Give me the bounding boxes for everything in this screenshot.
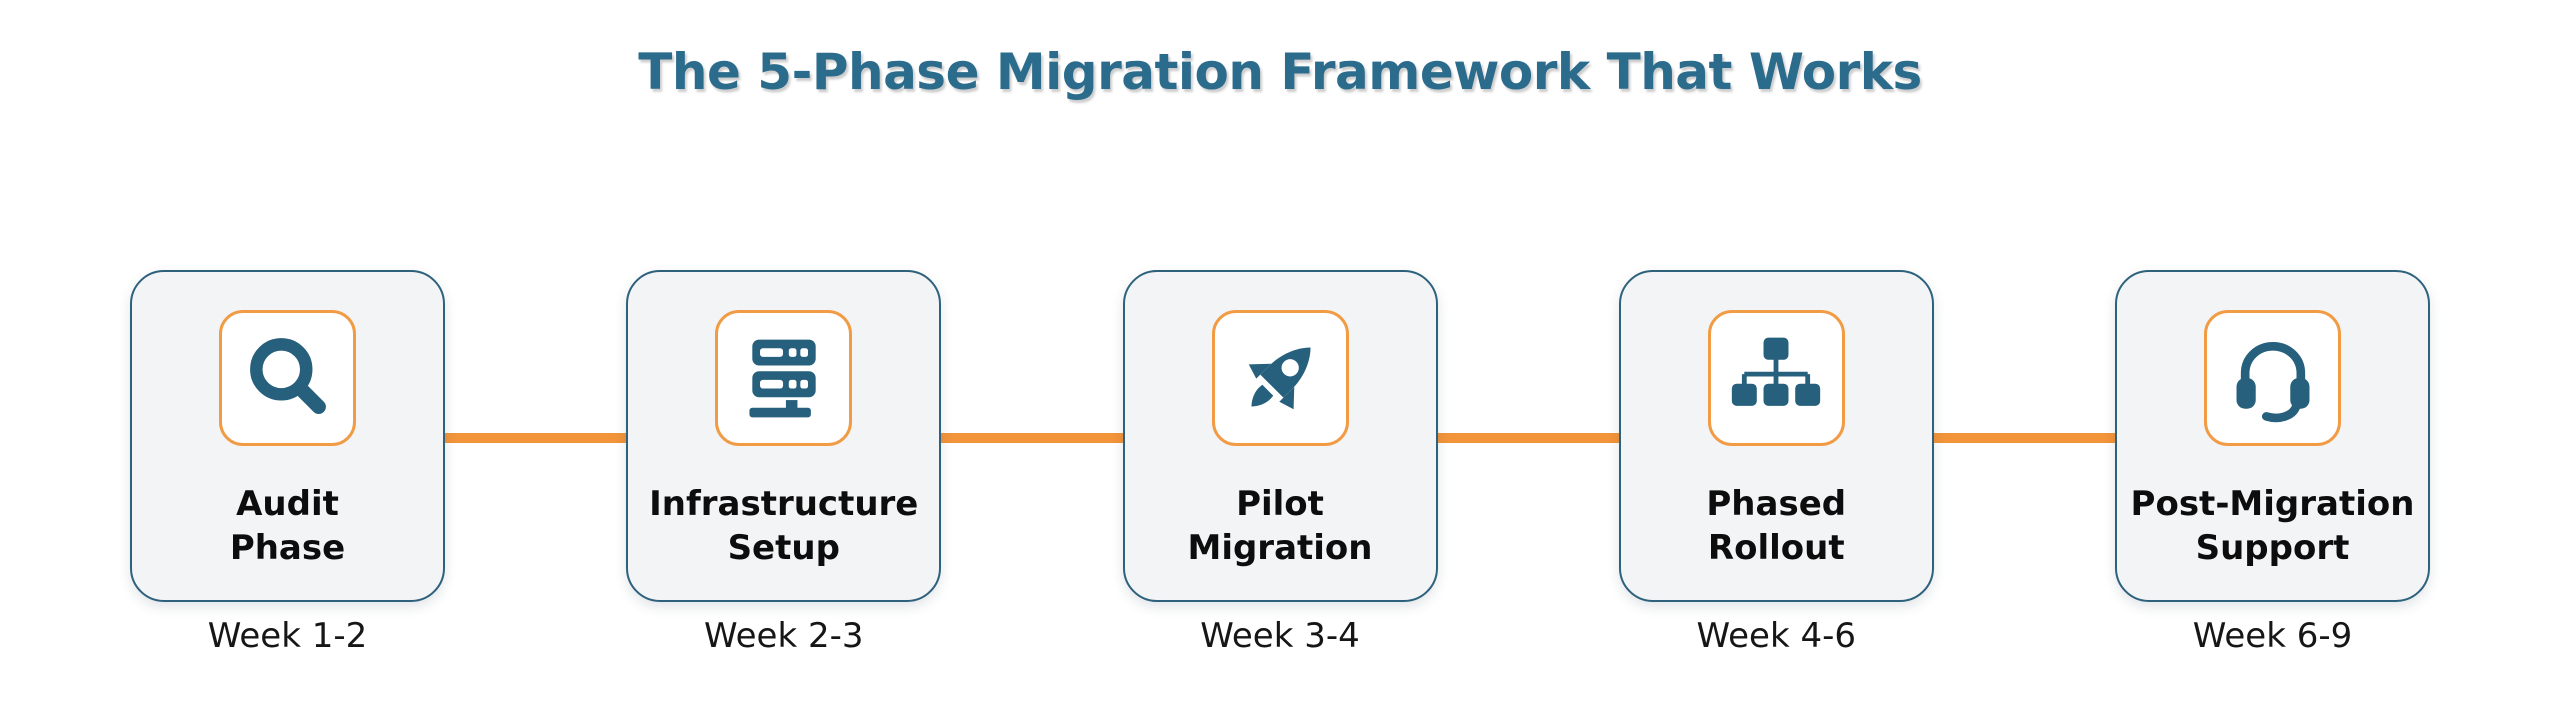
phase-week: Week 2-3 — [704, 616, 864, 656]
phase-item-support: Post-Migration Support Week 6-9 — [2115, 270, 2430, 656]
phase-label: Infrastructure Setup — [649, 484, 919, 568]
phase-week: Week 3-4 — [1200, 616, 1360, 656]
phase-label: Post-Migration Support — [2130, 484, 2415, 568]
phase-card-pilot: Pilot Migration — [1122, 270, 1438, 602]
phase-card-infrastructure: Infrastructure Setup — [626, 270, 942, 602]
org-chart-icon — [1728, 330, 1824, 426]
magnifier-icon — [240, 330, 336, 426]
phase-item-pilot: Pilot Migration Week 3-4 — [1122, 270, 1438, 656]
phase-card-audit: Audit Phase — [130, 270, 445, 602]
page-title: The 5-Phase Migration Framework That Wor… — [638, 43, 1922, 101]
icon-box — [1707, 310, 1845, 446]
phase-card-support: Post-Migration Support — [2115, 270, 2430, 602]
phase-week: Week 4-6 — [1696, 616, 1857, 656]
phase-week: Week 6-9 — [2192, 616, 2353, 656]
phase-week: Week 1-2 — [207, 616, 368, 656]
phase-row: Audit Phase Week 1-2 — [0, 270, 2560, 656]
phase-item-audit: Audit Phase Week 1-2 — [130, 270, 445, 656]
phase-label: Phased Rollout — [1706, 484, 1847, 568]
phase-item-infrastructure: Infrastructure Setup Week 2-3 — [626, 270, 942, 656]
icon-box — [2204, 310, 2341, 446]
rocket-icon — [1232, 330, 1328, 426]
phase-label: Audit Phase — [229, 484, 346, 568]
server-icon — [736, 330, 832, 426]
icon-box — [715, 310, 853, 446]
icon-box — [1211, 310, 1349, 446]
icon-box — [219, 310, 356, 446]
headset-icon — [2225, 330, 2321, 426]
phase-card-rollout: Phased Rollout — [1618, 270, 1934, 602]
phase-item-rollout: Phased Rollout Week 4-6 — [1618, 270, 1934, 656]
phase-label: Pilot Migration — [1187, 484, 1373, 568]
